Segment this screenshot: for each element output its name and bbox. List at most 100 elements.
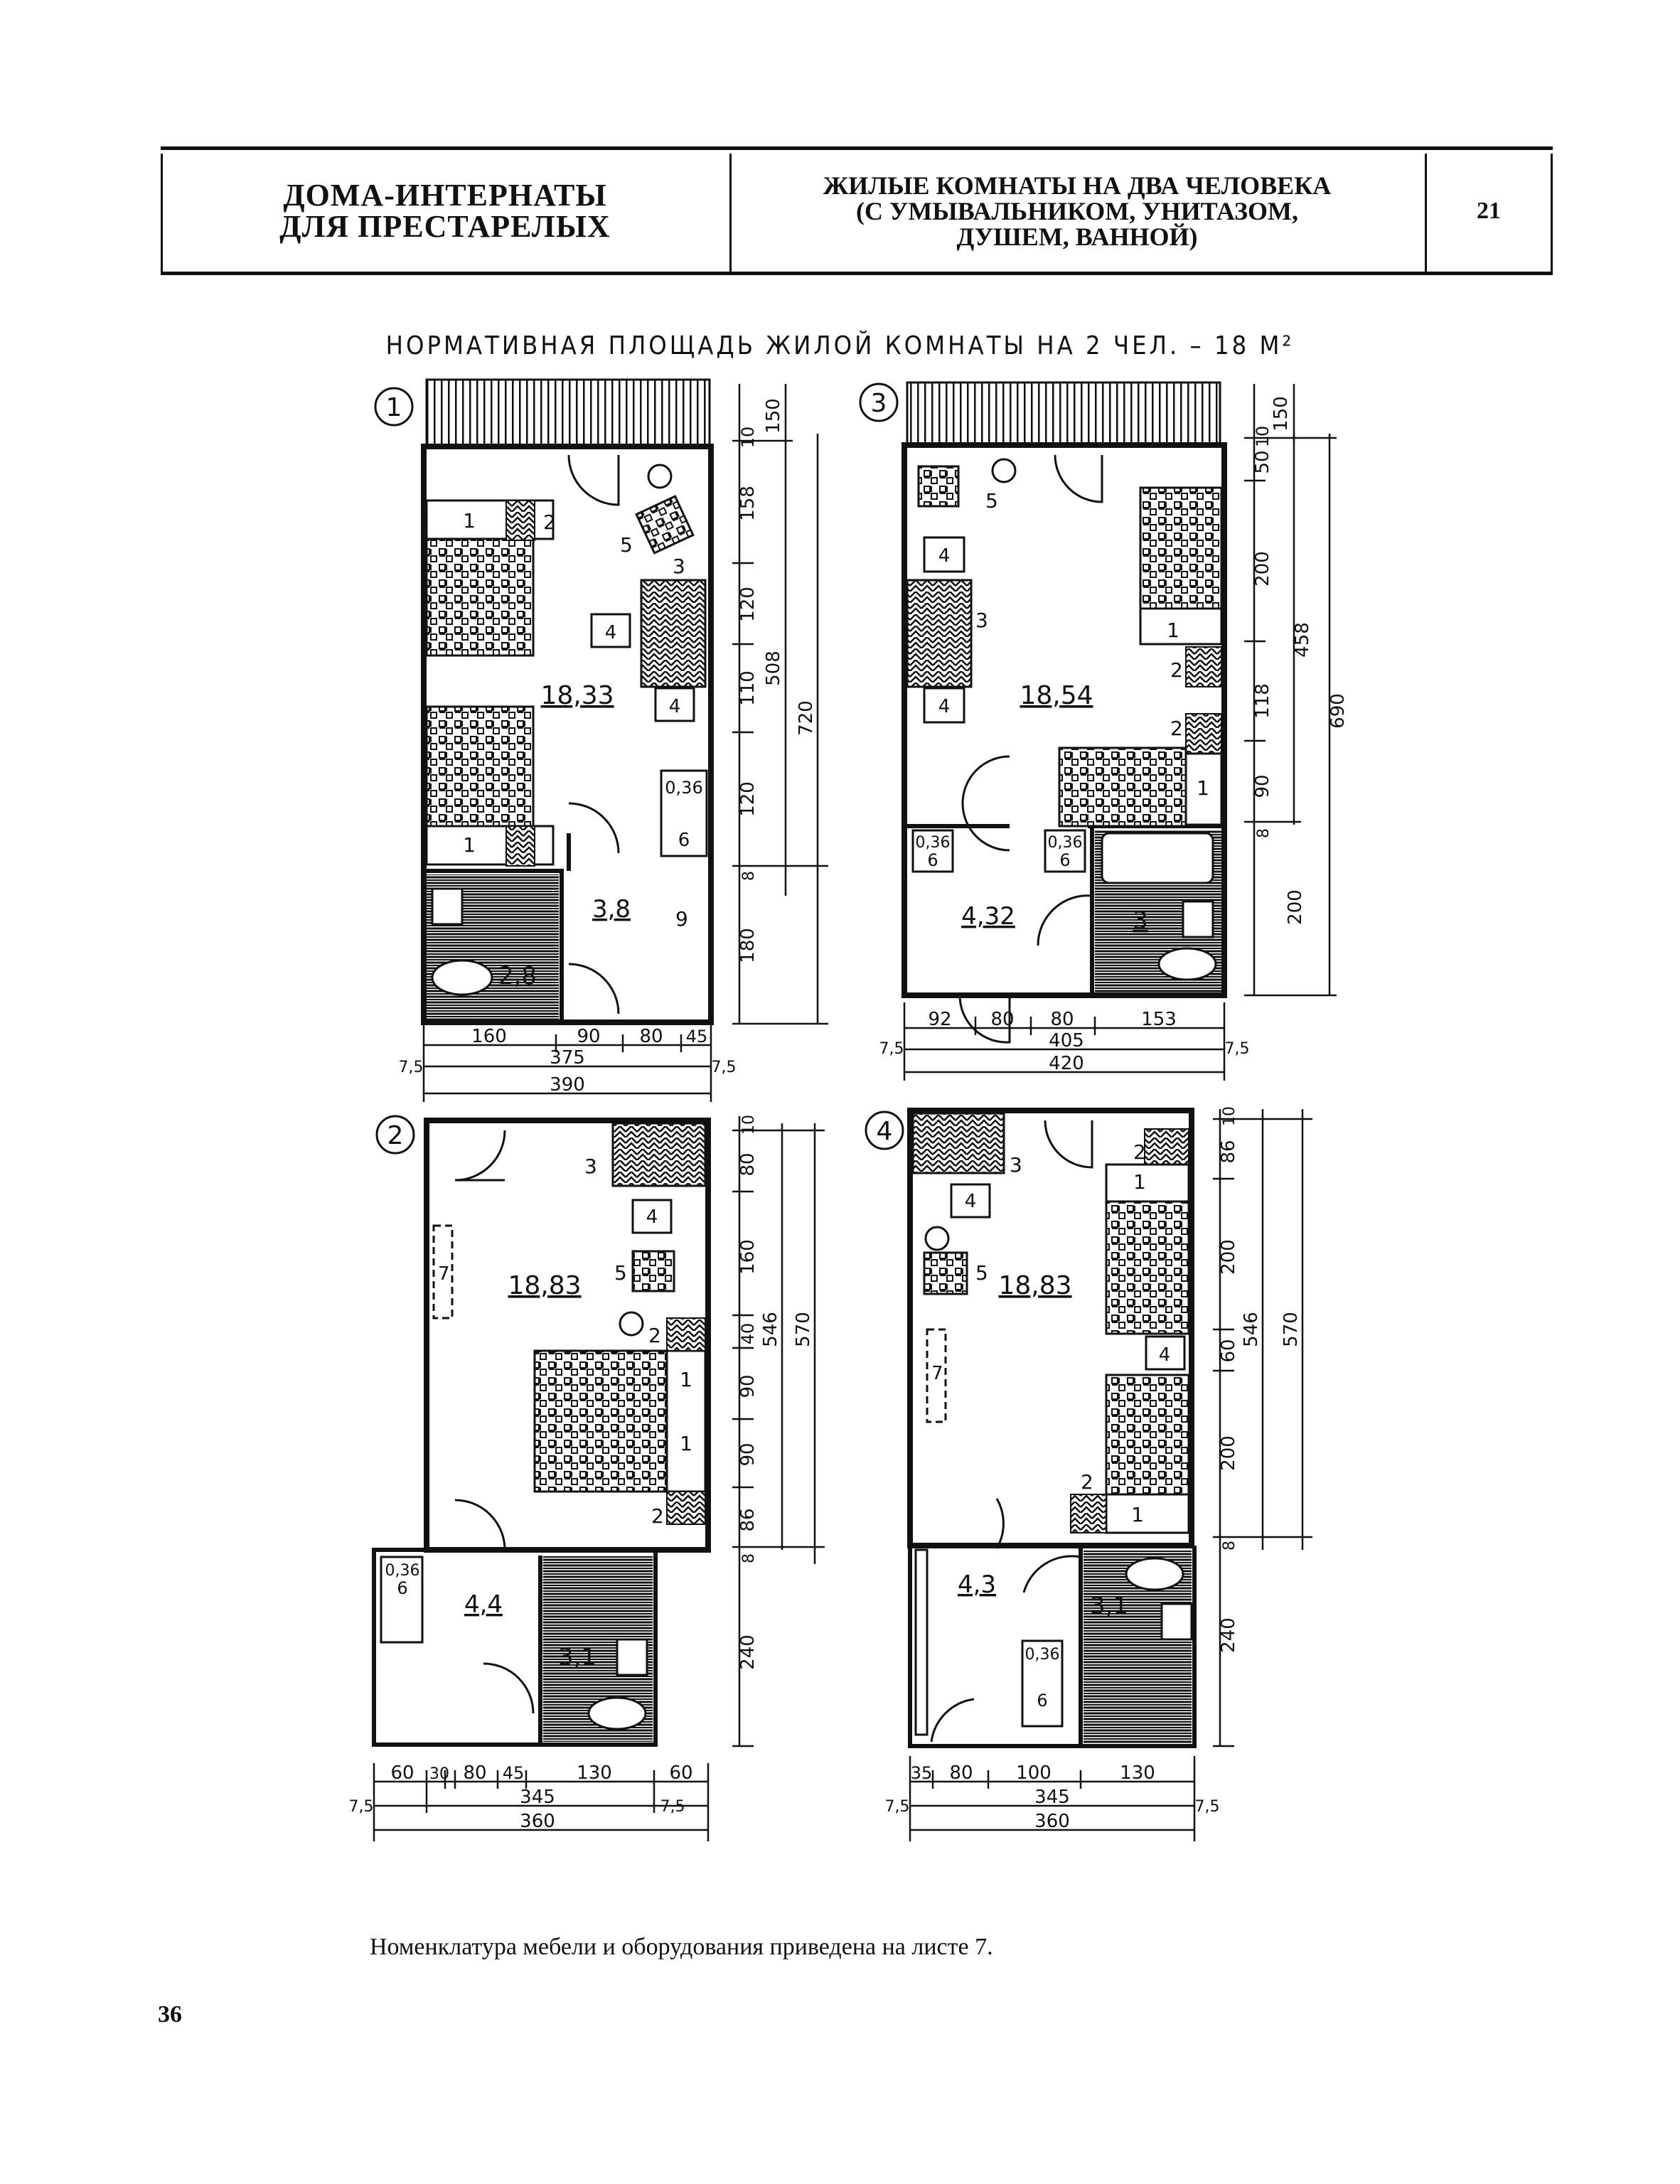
dimension-label: 160 [471,1026,507,1047]
header: ДОМА-ИНТЕРНАТЫ ДЛЯ ПРЕСТАРЕЛЫХ ЖИЛЫЕ КОМ… [161,150,1553,272]
dimension-label: 120 [737,781,759,817]
bathtub-icon [1101,832,1214,884]
dimension-label: 8 [1255,828,1273,838]
dimension-label: 110 [737,670,759,706]
dimension-label: 180 [737,928,759,963]
dimension-label: 90 [1252,774,1273,798]
dimension-label: 150 [1270,396,1292,432]
door-swing [1044,1120,1093,1169]
dimension-label: 8 [1221,1541,1238,1551]
bed-icon [1105,1493,1190,1534]
plan-number-circle [865,1110,904,1150]
dimension-label: 35 [911,1763,933,1783]
furniture-label: 1 [1167,619,1179,642]
dimension-label: 80 [737,1152,759,1176]
bed-icon [1058,746,1187,828]
dimension-label: 7,5 [399,1059,424,1076]
dimension-label: 405 [1049,1030,1084,1051]
dimension-label: 90 [737,1442,759,1466]
header-middle-line: (С УМЫВАЛЬНИКОМ, УНИТАЗОМ, [855,196,1299,225]
plan-4: 4 3 2 1 4 5 7 4 2 1 0,36 6 18,83 [865,1106,1312,1841]
dimension-lines [732,384,828,1025]
dimension-label: 90 [737,1374,759,1398]
dimension-lines [732,1116,825,1747]
dimension-label: 240 [1218,1617,1239,1653]
dimension-label: 690 [1327,693,1349,729]
furniture-label: 1 [1197,776,1209,800]
plan-number-circle [859,382,899,422]
header-left-line: ДЛЯ ПРЕСТАРЕЛЫХ [279,208,611,244]
room-walls [421,444,714,1025]
dimension-label: 7,5 [879,1040,904,1058]
chair-icon [654,687,695,722]
dimension-label: 570 [1280,1312,1302,1347]
nightstand-icon [505,825,535,867]
dimension-label: 8 [740,871,758,881]
plan-number: 2 [387,1121,404,1150]
furniture-label: 5 [985,489,998,513]
room-area: 18,83 [508,1271,581,1300]
furniture-label: 5 [620,533,633,557]
dimension-label: 80 [639,1026,663,1047]
nightstand-icon [1185,713,1222,754]
furniture-label: 3 [673,555,685,578]
dimension-lines [373,1763,710,1841]
washbasin-icon [1182,900,1214,938]
dimension-label: 86 [1218,1140,1239,1163]
balcony [425,378,711,448]
dimension-label: 80 [463,1762,486,1784]
furniture-label: 3 [1010,1153,1022,1177]
wardrobe-outline [926,1328,947,1423]
wardrobe-icon [1021,1639,1064,1728]
plan-number-circle [375,1115,415,1155]
furniture-label: 4 [1159,1344,1171,1366]
room-area: 18,54 [1020,681,1093,710]
furniture-label: 6 [1059,850,1070,870]
dimension-label: 7,5 [1225,1040,1250,1058]
nightstand-icon [1070,1494,1107,1533]
dimension-label: 200 [1252,551,1273,587]
dimension-label: 7,5 [885,1798,910,1816]
chair-icon [950,1183,991,1219]
armchair-icon [917,465,960,508]
furniture-label: 4 [965,1191,977,1212]
dimension-lines [1244,384,1337,997]
dimension-label: 546 [1241,1312,1262,1347]
washbasin-icon [616,1638,648,1676]
dimension-label: 50 [1252,450,1273,473]
chair-icon [923,687,965,724]
room-walls [901,442,1227,998]
armchair-icon [631,1250,675,1292]
furniture-label: 1 [1131,1503,1144,1526]
dimension-label: 720 [796,700,817,736]
dimension-label: 200 [1218,1239,1239,1275]
header-left-line: ДОМА-ИНТЕРНАТЫ [283,177,607,213]
dimension-label: 508 [763,651,784,686]
dimension-label: 45 [503,1763,525,1783]
plan-number: 4 [877,1117,893,1146]
door-swing [1037,894,1093,946]
armchair-icon [923,1251,968,1295]
bed-icon [1139,607,1223,646]
washbasin-icon [1160,1602,1193,1641]
furniture-label: 6 [1037,1691,1047,1711]
header-divider [161,154,163,272]
room-area: 18,33 [540,681,614,710]
dimension-label: 130 [577,1762,612,1784]
door-swing [568,802,620,854]
dimension-label: 60 [390,1762,414,1784]
furniture-label: 4 [646,1206,658,1228]
dimension-label: 360 [520,1811,555,1832]
door-swing [568,963,620,1015]
dimension-label: 118 [1252,683,1273,719]
header-middle-line: ЖИЛЫЕ КОМНАТЫ НА ДВА ЧЕЛОВЕКА [823,171,1332,200]
dimension-label: 10 [1253,426,1273,448]
furniture-label: 4 [938,545,951,567]
dimension-lines [422,1024,712,1102]
dimension-label: 375 [550,1047,585,1069]
dimension-label: 360 [1034,1811,1070,1832]
dimension-lines [909,1756,1196,1841]
table-icon [611,1122,707,1187]
door-swing [1054,454,1103,503]
toilet-icon [1125,1557,1184,1591]
